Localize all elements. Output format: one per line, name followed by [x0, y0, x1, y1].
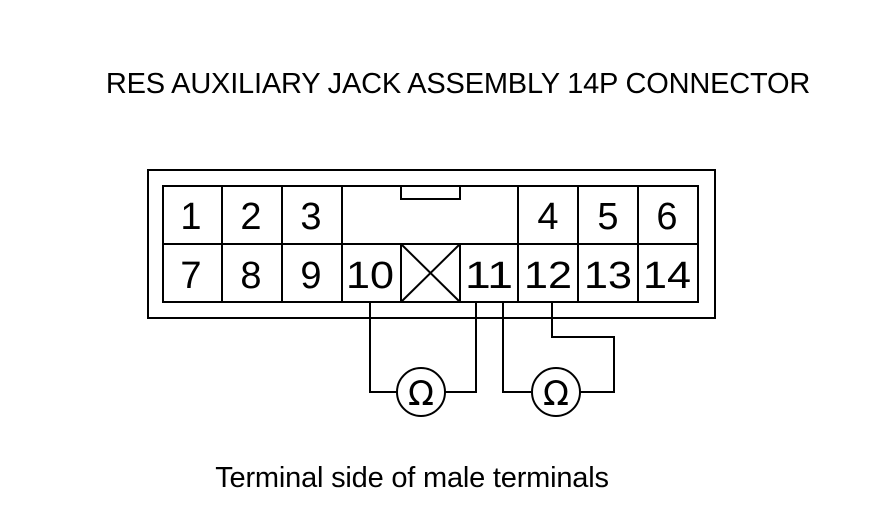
pin-label-3: 3 — [300, 196, 321, 238]
lead-terminal-11-b — [502, 302, 531, 393]
pin-label-12: 12 — [524, 255, 572, 297]
pin-label-6: 6 — [656, 196, 677, 238]
lead-terminal-12 — [551, 302, 615, 393]
diagram-title: RES AUXILIARY JACK ASSEMBLY 14P CONNECTO… — [105, 68, 811, 100]
pin-label-5: 5 — [597, 196, 618, 238]
ohmmeter-2-symbol: Ω — [543, 374, 569, 414]
pin-label-4: 4 — [537, 196, 558, 238]
lead-terminal-11-a — [445, 302, 477, 393]
diagram-caption: Terminal side of male terminals — [215, 462, 609, 494]
pin-label-2: 2 — [240, 196, 261, 238]
connector-lock-tab — [400, 186, 461, 200]
pin-label-7: 7 — [180, 255, 201, 297]
pin-label-1: 1 — [180, 196, 201, 238]
ohmmeter-1-symbol: Ω — [408, 374, 434, 414]
ohmmeter-circle-1 — [396, 367, 446, 417]
pin-label-9: 9 — [300, 255, 321, 297]
pin-label-10: 10 — [346, 255, 394, 297]
pin-label-11: 11 — [465, 255, 513, 297]
pin-label-13: 13 — [584, 255, 632, 297]
pin-label-8: 8 — [240, 255, 261, 297]
lead-terminal-10 — [369, 302, 397, 393]
ohmmeter-circle-2 — [531, 367, 581, 417]
connector-housing — [147, 169, 716, 319]
pin-label-14: 14 — [643, 255, 691, 297]
